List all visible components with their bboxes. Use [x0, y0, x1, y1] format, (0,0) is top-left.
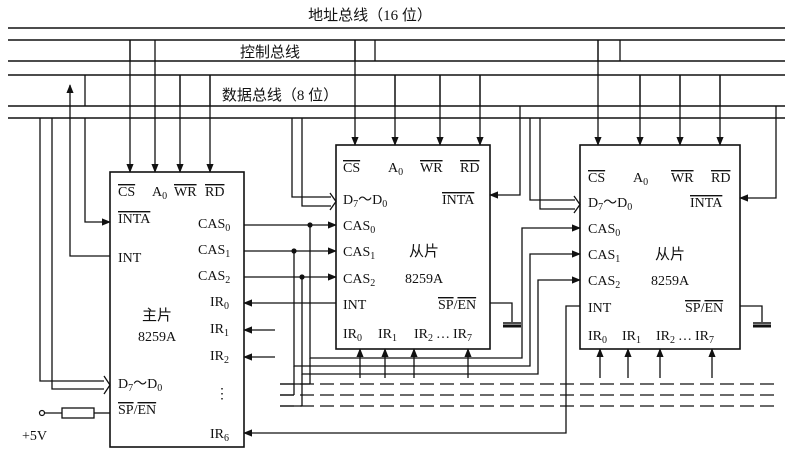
slave1-cs-pin: CS: [343, 161, 360, 176]
master-ir1-pin: IR1: [210, 322, 229, 339]
data-bus: 数据总线（8 位）: [8, 87, 785, 119]
slave2-ir2-ir7-pins: IR2…IR7: [656, 329, 714, 346]
master-chip-label: 8259A: [138, 330, 177, 345]
slave2-d7-d0-pin: D7～D0: [588, 196, 632, 213]
master-cas2-pin: CAS2: [198, 269, 230, 286]
slave1-wr-pin: WR: [420, 161, 443, 176]
master-ir6-pin: IR6: [210, 427, 229, 444]
master-a0-pin: A0: [152, 185, 167, 202]
slave1-rd-pin: RD: [460, 161, 479, 176]
master-ir-dots: ⋮: [215, 387, 229, 402]
slave2-cas2-pin: CAS2: [588, 274, 620, 291]
master-d7-d0-pin: D7～D0: [118, 377, 162, 394]
slave1-ir0-pin: IR0: [343, 327, 362, 344]
slave1-ir1-pin: IR1: [378, 327, 397, 344]
slave1-d7-d0-pin: D7～D0: [343, 193, 387, 210]
slave2-chip: CS A0 WR RD D7～D0 INTA CAS0 CAS1 CAS2 从片…: [529, 40, 777, 378]
slave1-role-label: 从片: [409, 243, 439, 260]
master-role-label: 主片: [142, 307, 172, 324]
address-bus-label: 地址总线（16 位）: [308, 7, 432, 24]
master-cas1-pin: CAS1: [198, 243, 230, 260]
control-bus: 控制总线: [8, 44, 785, 76]
slave1-cas2-pin: CAS2: [343, 272, 375, 289]
slave1-a0-pin: A0: [388, 161, 403, 178]
power-label: +5V: [22, 429, 47, 444]
data-bus-label: 数据总线（8 位）: [222, 87, 338, 104]
pullup-resistor: [61, 407, 95, 419]
slave2-chip-box: [579, 144, 741, 350]
slave2-ir1-pin: IR1: [622, 329, 641, 346]
slave2-a0-pin: A0: [633, 171, 648, 188]
slave2-wr-pin: WR: [671, 171, 694, 186]
master-ir2-pin: IR2: [210, 349, 229, 366]
slave1-int-pin: INT: [343, 298, 367, 313]
master-int-pin: INT: [118, 251, 142, 266]
slave1-sp-en-pin: SP/EN: [438, 298, 476, 313]
slave2-cs-pin: CS: [588, 171, 605, 186]
master-cs-pin: CS: [118, 185, 135, 200]
slave2-rd-pin: RD: [711, 171, 730, 186]
slave1-cas0-pin: CAS0: [343, 219, 375, 236]
slave1-ir2-ir7-pins: IR2…IR7: [414, 327, 472, 344]
slave2-chip-label: 8259A: [651, 274, 690, 289]
master-chip: CS A0 WR RD INTA INT CAS0 CAS1 CAS2 IR0 …: [109, 40, 245, 448]
slave1-inta-pin: INTA: [442, 193, 475, 208]
slave2-role-label: 从片: [655, 246, 685, 263]
master-cas0-pin: CAS0: [198, 217, 230, 234]
master-wr-pin: WR: [174, 185, 197, 200]
slave2-ir0-pin: IR0: [588, 329, 607, 346]
slave2-cas1-pin: CAS1: [588, 248, 620, 265]
master-sp-en-pin: SP/EN: [118, 403, 156, 418]
cascade-wiring: [243, 221, 775, 437]
master-chip-box: [109, 171, 245, 448]
slave1-chip-label: 8259A: [405, 272, 444, 287]
master-ir0-pin: IR0: [210, 295, 229, 312]
slave2-int-pin: INT: [588, 301, 612, 316]
slave2-cas0-pin: CAS0: [588, 222, 620, 239]
control-bus-label: 控制总线: [240, 44, 300, 61]
slave2-sp-en-pin: SP/EN: [685, 301, 723, 316]
master-left-wiring: +5V: [22, 84, 111, 444]
address-bus: 地址总线（16 位）: [8, 7, 785, 41]
master-inta-pin: INTA: [118, 212, 151, 227]
slave1-chip: CS A0 WR RD D7～D0 INTA CAS0 CAS1 CAS2 从片…: [291, 40, 521, 378]
master-rd-pin: RD: [205, 185, 224, 200]
slave1-cas1-pin: CAS1: [343, 245, 375, 262]
slave2-inta-pin: INTA: [690, 196, 723, 211]
